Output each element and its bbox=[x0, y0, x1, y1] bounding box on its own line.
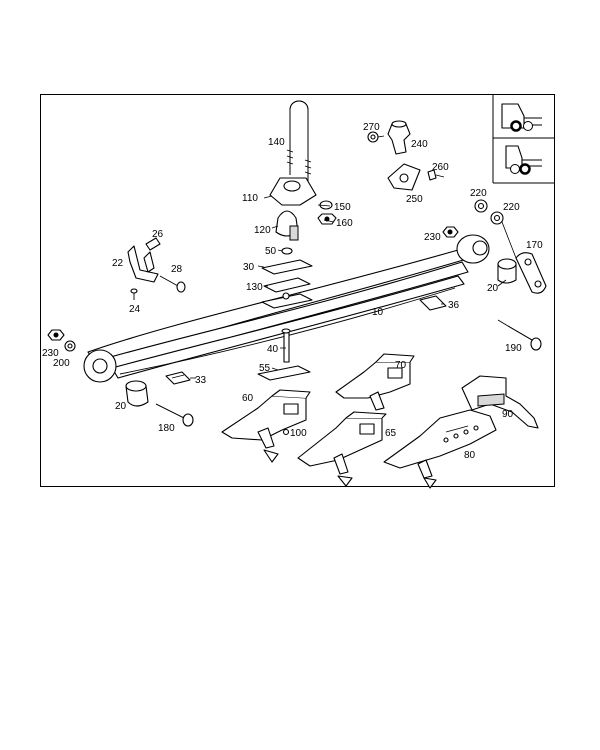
shackle-170[interactable] bbox=[515, 252, 547, 294]
label-270: 270 bbox=[363, 122, 380, 133]
label-30: 30 bbox=[243, 262, 255, 273]
inset-panel bbox=[492, 94, 555, 184]
label-120: 120 bbox=[254, 225, 271, 236]
bump-stop[interactable] bbox=[275, 210, 299, 241]
leaf-spring[interactable] bbox=[83, 234, 490, 383]
nut-160[interactable] bbox=[317, 213, 337, 225]
label-220b: 220 bbox=[503, 202, 520, 213]
label-90: 90 bbox=[502, 409, 514, 420]
label-55: 55 bbox=[259, 363, 271, 374]
label-80: 80 bbox=[464, 450, 476, 461]
shim-plate[interactable] bbox=[257, 365, 311, 381]
label-180: 180 bbox=[158, 423, 175, 434]
label-230-left: 230 bbox=[42, 348, 59, 359]
label-140: 140 bbox=[268, 137, 285, 148]
label-200: 200 bbox=[53, 358, 70, 369]
bracket-80[interactable] bbox=[383, 409, 497, 489]
center-bolt[interactable] bbox=[281, 328, 291, 363]
screw-24[interactable] bbox=[130, 288, 138, 300]
label-230-right: 230 bbox=[424, 232, 441, 243]
label-65: 65 bbox=[385, 428, 397, 439]
label-28: 28 bbox=[171, 264, 183, 275]
label-130: 130 bbox=[246, 282, 263, 293]
label-220a: 220 bbox=[470, 188, 487, 199]
label-10: 10 bbox=[372, 307, 384, 318]
label-22: 22 bbox=[112, 258, 124, 269]
nut-230-right[interactable] bbox=[442, 226, 459, 238]
mounting-plate-250[interactable] bbox=[387, 163, 421, 191]
label-160: 160 bbox=[336, 218, 353, 229]
label-100: 100 bbox=[290, 428, 307, 439]
label-40: 40 bbox=[267, 344, 279, 355]
label-20-right: 20 bbox=[487, 283, 499, 294]
bolt-28[interactable] bbox=[159, 275, 186, 293]
bolt-100[interactable] bbox=[282, 428, 290, 436]
label-24: 24 bbox=[129, 304, 141, 315]
label-190: 190 bbox=[505, 343, 522, 354]
truck-rear-axle-icon[interactable] bbox=[505, 145, 542, 175]
bracket-65[interactable] bbox=[297, 411, 387, 487]
label-250: 250 bbox=[406, 194, 423, 205]
washer-50[interactable] bbox=[281, 247, 293, 255]
rubber-buffer-240[interactable] bbox=[387, 120, 411, 155]
label-60: 60 bbox=[242, 393, 254, 404]
clamp-plate[interactable] bbox=[269, 177, 317, 206]
pad-36[interactable] bbox=[419, 295, 447, 311]
truck-front-axle-icon[interactable] bbox=[501, 103, 542, 132]
pad-33[interactable] bbox=[165, 371, 191, 385]
u-bolt[interactable] bbox=[286, 100, 312, 185]
bracket-60[interactable] bbox=[221, 389, 311, 463]
bushing-20-right[interactable] bbox=[497, 258, 517, 284]
washer-200[interactable] bbox=[64, 340, 76, 352]
bolt-180[interactable] bbox=[155, 403, 194, 427]
label-240: 240 bbox=[411, 139, 428, 150]
shackle-pin[interactable] bbox=[145, 237, 161, 251]
washer-270[interactable] bbox=[367, 131, 379, 143]
washer-220-b[interactable] bbox=[490, 211, 504, 225]
diagram-frame bbox=[40, 94, 555, 487]
label-110: 110 bbox=[242, 193, 258, 204]
leader-lines bbox=[190, 135, 517, 379]
part-labels: 140 270 240 260 250 110 150 160 120 50 3… bbox=[42, 122, 543, 461]
label-150: 150 bbox=[334, 202, 351, 213]
label-260: 260 bbox=[432, 162, 449, 173]
label-20-left: 20 bbox=[115, 401, 127, 412]
shackle-bracket[interactable] bbox=[127, 245, 159, 283]
label-33: 33 bbox=[195, 375, 207, 386]
spacer-plate[interactable] bbox=[261, 259, 313, 275]
nut-230-left[interactable] bbox=[47, 329, 65, 341]
label-26: 26 bbox=[152, 229, 164, 240]
label-36: 36 bbox=[448, 300, 460, 311]
spring-pad[interactable] bbox=[261, 277, 313, 309]
label-70: 70 bbox=[395, 360, 407, 371]
bracket-90[interactable] bbox=[461, 375, 539, 429]
bracket-70[interactable] bbox=[335, 353, 415, 411]
washer-220-a[interactable] bbox=[474, 199, 488, 213]
label-50: 50 bbox=[265, 246, 277, 257]
bolt-190[interactable] bbox=[507, 325, 542, 351]
bolt-260[interactable] bbox=[427, 169, 445, 181]
label-170: 170 bbox=[526, 240, 543, 251]
bushing-20-left[interactable] bbox=[125, 380, 149, 407]
